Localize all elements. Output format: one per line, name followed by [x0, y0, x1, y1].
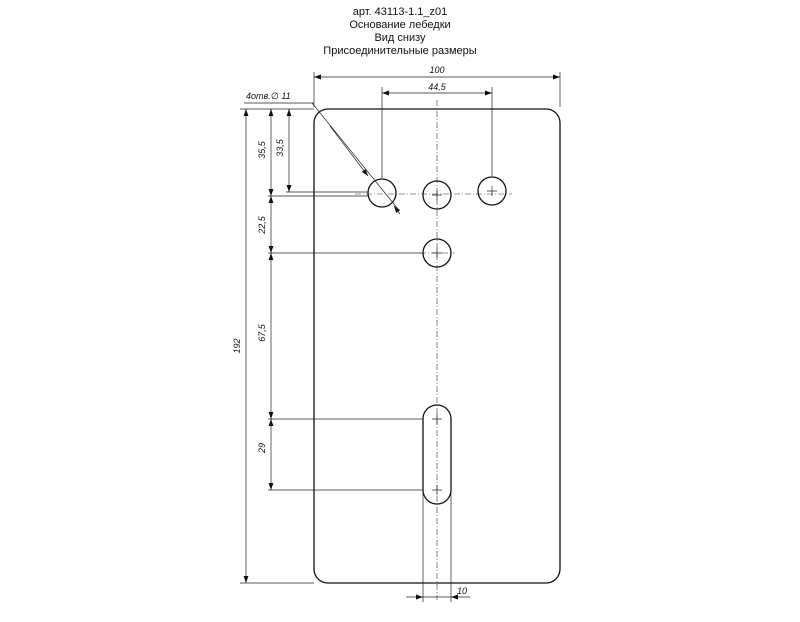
hole-top-left [367, 178, 397, 208]
dimension-vertical-spacing-2: 67,5 [257, 253, 274, 419]
dimension-offset-top-left-label: 35,5 [257, 140, 267, 159]
dimension-slot-length: 29 [257, 419, 274, 490]
dimension-hole-spacing-label: 44,5 [428, 82, 447, 92]
part-name: Основание лебедки [349, 19, 451, 31]
dimension-slot-width: 10 [406, 490, 470, 602]
dimension-width: 100 [313, 65, 561, 107]
hole-top-right [477, 176, 507, 206]
dimension-vertical-spacing-1: 22,5 [257, 196, 274, 253]
dimension-offset-top-center: 33,5 [275, 109, 292, 192]
dimension-height: 192 [232, 109, 249, 583]
holes-callout: 4отв. ∅ 11 [244, 91, 401, 215]
dimension-offset-top-center-label: 33,5 [275, 138, 285, 157]
dimension-slot-length-label: 29 [257, 443, 267, 454]
title-block: арт. 43113-1.1_z01 Основание лебедки Вид… [0, 6, 800, 58]
view-name: Вид снизу [374, 32, 426, 44]
holes-callout-count: 4отв. [246, 91, 271, 101]
dimension-width-label: 100 [429, 65, 444, 75]
dimension-vertical-spacing-2-label: 67,5 [257, 323, 267, 342]
hole-top-center [422, 180, 452, 210]
holes-callout-diameter: ∅ 11 [271, 91, 291, 101]
dimension-vertical-spacing-1-label: 22,5 [257, 215, 267, 235]
dimension-slot-width-label: 10 [457, 586, 467, 596]
dimension-hole-spacing: 44,5 [381, 82, 493, 178]
article-number: арт. 43113-1.1_z01 [352, 6, 448, 18]
dimension-height-label: 192 [232, 338, 242, 353]
dimension-offset-top-left: 35,5 [257, 109, 274, 196]
left-extension-lines [240, 108, 423, 584]
drawing-subtitle: Присоединительные размеры [323, 45, 477, 57]
